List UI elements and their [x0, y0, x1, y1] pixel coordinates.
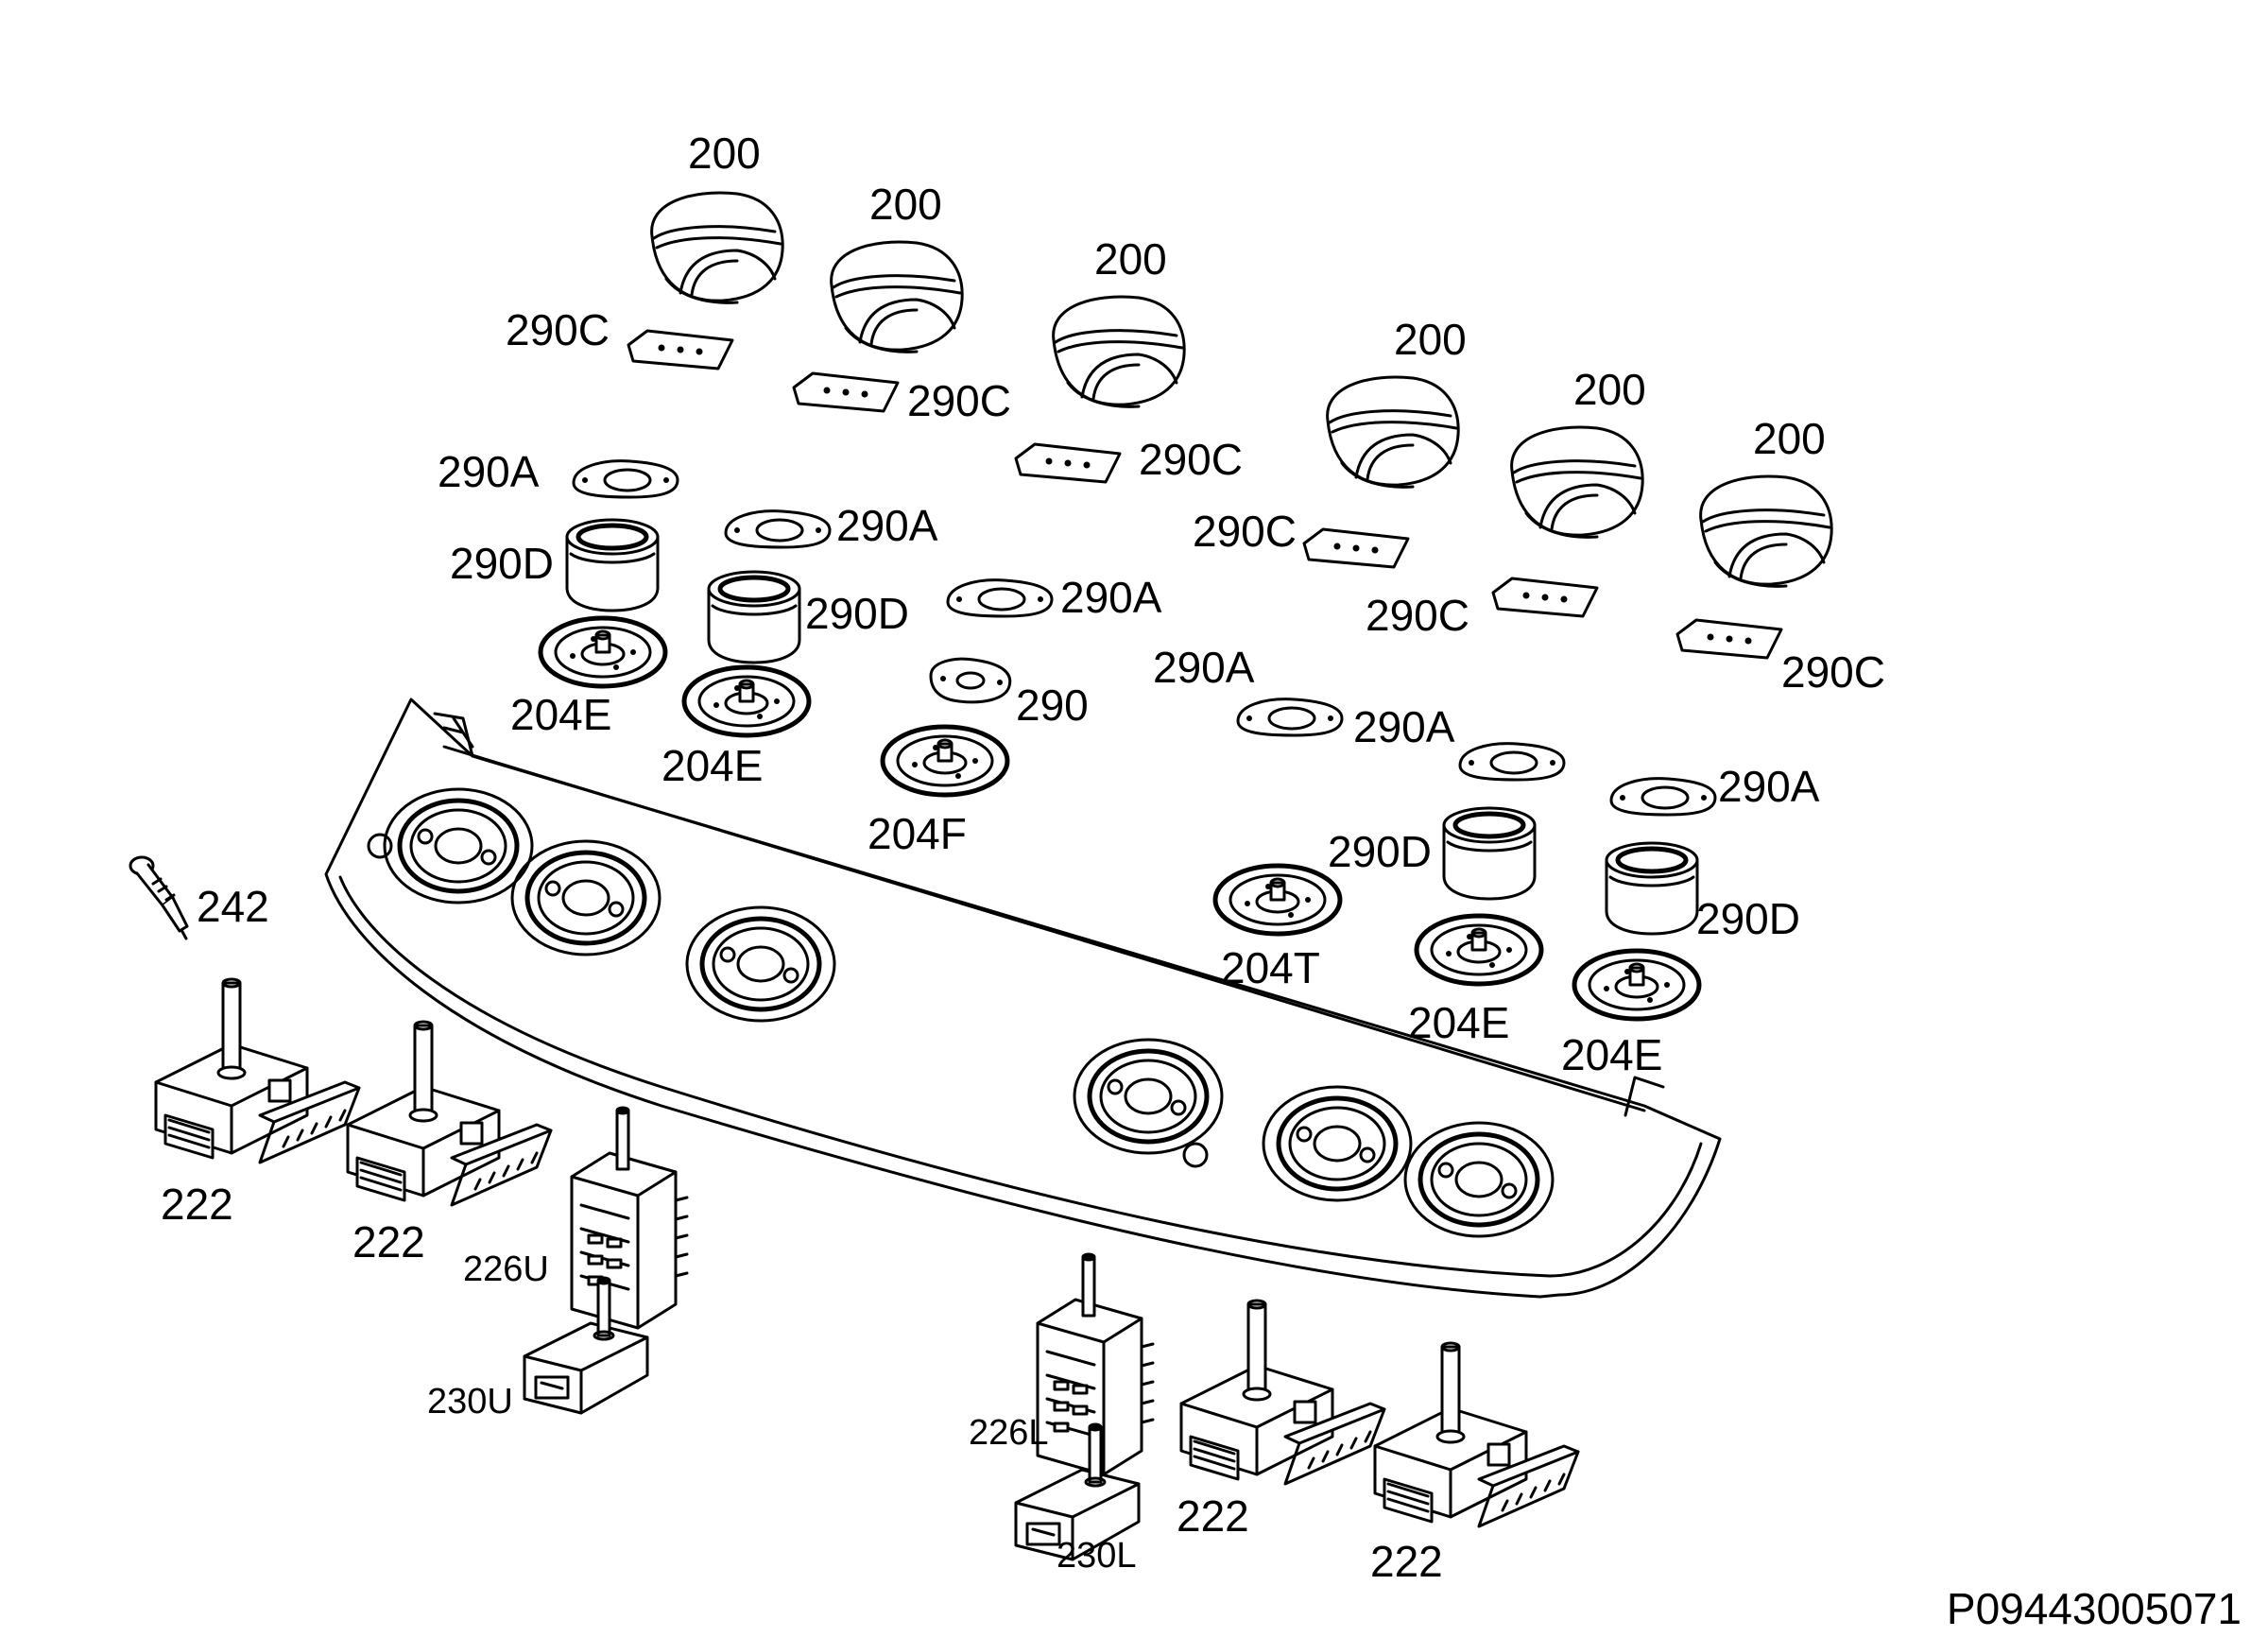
part-labels: 200 200 200 200 200 200 290C 290C 290C 2…: [161, 129, 2242, 1633]
label-regulator-3: 222: [1177, 1491, 1249, 1541]
label-disc-4: 204T: [1221, 943, 1320, 992]
control-panel: [324, 698, 1722, 1299]
label-regulator-1: 222: [161, 1180, 233, 1229]
label-knob-2: 200: [869, 180, 942, 229]
label-disc-2: 204E: [662, 741, 763, 790]
label-bezel-1: 290D: [450, 539, 554, 588]
label-plate-3: 290C: [1139, 435, 1243, 484]
label-thermostat-upper: 230U: [427, 1382, 513, 1422]
label-gasket-4: 290A: [1153, 643, 1255, 692]
label-selector-lower: 226L: [969, 1413, 1049, 1453]
label-plate-1: 290C: [506, 305, 610, 354]
label-gasket-5: 290A: [1353, 702, 1455, 751]
igniter-part: [129, 855, 189, 940]
label-small-gasket: 290: [1016, 681, 1089, 730]
label-plate-5: 290C: [1366, 591, 1469, 640]
label-knob-1: 200: [688, 129, 761, 178]
label-thermostat-lower: 230L: [1057, 1536, 1137, 1576]
label-gasket-1: 290A: [438, 447, 540, 496]
label-bezel-4: 290D: [1696, 894, 1800, 943]
label-selector-upper: 226U: [463, 1249, 549, 1289]
label-plate-4: 290C: [1193, 507, 1297, 556]
label-regulator-4: 222: [1370, 1537, 1443, 1586]
label-knob-5: 200: [1573, 365, 1646, 414]
drawing-code: P09443005071: [1947, 1584, 2242, 1633]
label-disc-1: 204E: [510, 690, 611, 739]
label-igniter: 242: [197, 882, 269, 931]
label-disc-6: 204E: [1561, 1030, 1662, 1079]
label-knob-4: 200: [1394, 315, 1467, 364]
label-regulator-2: 222: [352, 1217, 425, 1267]
label-bezel-3: 290D: [1328, 827, 1432, 876]
label-knob-3: 200: [1094, 234, 1167, 284]
label-plate-6: 290C: [1781, 647, 1885, 697]
label-plate-2: 290C: [907, 376, 1011, 425]
label-gasket-6: 290A: [1718, 762, 1820, 811]
label-knob-6: 200: [1753, 414, 1826, 463]
label-disc-3: 204F: [868, 809, 967, 858]
small-gasket-part: [929, 657, 1012, 704]
label-gasket-3: 290A: [1060, 573, 1162, 622]
label-gasket-2: 290A: [836, 501, 938, 550]
label-bezel-2: 290D: [805, 589, 909, 638]
label-disc-5: 204E: [1408, 998, 1509, 1047]
